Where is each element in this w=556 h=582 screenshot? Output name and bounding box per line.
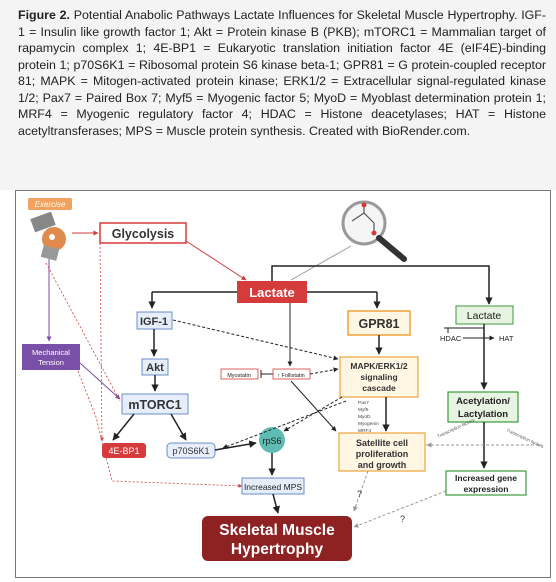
figure-caption: Figure 2. Potential Anabolic Pathways La… <box>18 7 546 139</box>
acet-label-1: Acetylation/ <box>456 396 510 407</box>
rps6-label: rpS6 <box>262 436 281 446</box>
mech-label-2: Tension <box>38 358 64 367</box>
acetylation-box <box>447 391 519 423</box>
lactate-right-label: Lactate <box>467 310 502 322</box>
gpr81-box <box>347 310 411 336</box>
mechanical-tension-box <box>22 344 80 370</box>
caption-label: Figure 2. <box>18 8 70 22</box>
lactate-main-box <box>237 281 307 303</box>
mps-label: Increased MPS <box>244 482 302 492</box>
sat-label-1: Satellite cell <box>356 438 408 448</box>
magnifier-icon <box>341 200 407 262</box>
mapk-box <box>339 356 419 398</box>
caption-text: Potential Anabolic Pathways Lactate Infl… <box>18 8 546 138</box>
p70-box <box>166 442 216 459</box>
acet-label-2: Lactylation <box>458 409 508 420</box>
mtorc1-box <box>121 393 189 415</box>
sat-label-2: proliferation <box>356 449 409 459</box>
myostatin-box <box>220 368 259 380</box>
sat-label-3: and growth <box>358 460 407 470</box>
exercise-icon: Exercise <box>28 198 72 261</box>
satellite-cell-box <box>338 432 426 472</box>
tf-myf5: Myf5 <box>358 407 369 413</box>
mapk-label-2: signaling <box>360 372 397 382</box>
glycolysis-box <box>99 222 187 244</box>
question-mark-1: ? <box>357 489 362 499</box>
tf-myod: MyoD <box>358 414 371 420</box>
question-mark-2: ? <box>400 514 405 524</box>
gpr81-label: GPR81 <box>359 317 400 331</box>
glycolysis-label: Glycolysis <box>112 227 175 241</box>
mtorc1-label: mTORC1 <box>128 398 181 412</box>
hat-label: HAT <box>499 334 514 343</box>
pathway-svg: Exercise Glycolysis Lactate IGF-1 Akt mT… <box>22 198 546 561</box>
hdac-label: HDAC <box>440 334 462 343</box>
pathway-diagram: Exercise Glycolysis Lactate IGF-1 Akt mT… <box>15 190 551 578</box>
akt-label: Akt <box>146 362 164 374</box>
myostatin-label: Myostatin <box>227 373 251 379</box>
tf-pax7: Pax7 <box>358 400 369 406</box>
exercise-label: Exercise <box>35 200 66 209</box>
caption-panel: Figure 2. Potential Anabolic Pathways La… <box>0 0 556 190</box>
p70-label: p70S6K1 <box>172 446 209 456</box>
rps6-node <box>259 427 285 453</box>
mech-label-1: Mechanical <box>32 348 70 357</box>
hypertrophy-box <box>202 516 352 561</box>
mapk-label-1: MAPK/ERK1/2 <box>350 361 407 371</box>
igf1-label: IGF-1 <box>140 316 168 328</box>
tf-mrf4: MRF4 <box>358 428 371 434</box>
gene-label-1: Increased gene <box>455 473 517 483</box>
gene-label-2: expression <box>464 484 509 494</box>
4ebp1-label: 4E-BP1 <box>108 446 139 456</box>
transcription-label-right: Transcription factors <box>506 427 546 449</box>
mapk-label-3: cascade <box>362 383 396 393</box>
4ebp1-box <box>102 443 146 458</box>
lactate-main-label: Lactate <box>249 285 295 300</box>
gene-expression-box <box>445 470 527 496</box>
hypertrophy-label-2: Hypertrophy <box>231 541 324 558</box>
follistatin-label: ↑ Follistatin <box>277 373 305 379</box>
hypertrophy-label-1: Skeletal Muscle <box>219 522 335 539</box>
tf-myogenin: Myogenin <box>358 421 379 427</box>
